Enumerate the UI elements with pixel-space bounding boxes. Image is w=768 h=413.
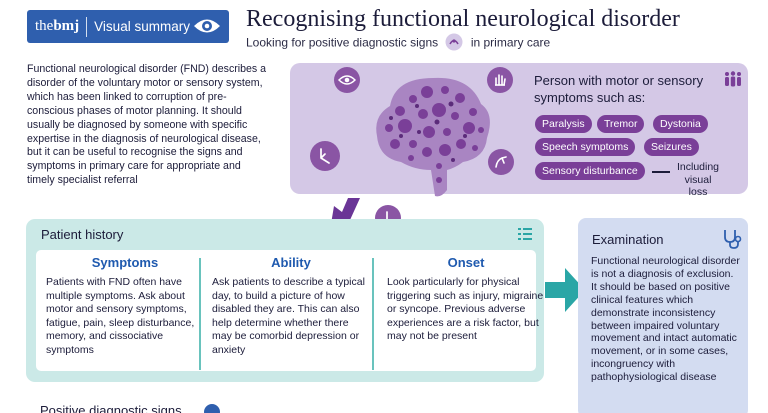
bmj-logo: thebmj [35,18,80,34]
examination-title: Examination [592,232,664,247]
badge-label: Visual summary [94,19,190,34]
including-note: Including visual loss [676,161,720,198]
symptom-pill-speech: Speech symptoms [535,138,636,156]
arrow-right-icon [545,266,585,319]
page-title: Recognising functional neurological diso… [246,6,680,32]
person-heading: Person with motor or sensory symptoms su… [534,73,704,105]
intro-text: Functional neurological disorder (FND) d… [27,63,267,187]
examination-panel [578,218,748,413]
including-connector [652,171,670,173]
column-heading: Ability [271,255,311,270]
bmj-visual-summary-badge: thebmj Visual summary [27,10,229,43]
symptom-pill-tremor: Tremor [597,115,645,133]
page-subtitle: Looking for positive diagnostic signs in… [246,33,550,54]
list-icon [518,227,532,248]
hand-icon [487,67,513,93]
stethoscope-icon [722,228,742,255]
history-column-symptoms: Symptoms Patients with FND often have mu… [46,255,204,358]
column-heading: Onset [447,255,485,270]
next-section-icon [204,404,220,413]
column-text: Ask patients to describe a typical day, … [212,276,365,356]
examination-text: Functional neurological disorder is not … [591,255,740,384]
column-text: Look particularly for physical triggerin… [387,276,544,343]
eye-icon [334,67,360,93]
patient-history-title: Patient history [41,227,124,242]
symptom-pill-paralysis: Paralysis [535,115,592,133]
badge-divider [86,16,88,37]
column-divider [199,258,201,370]
symptom-pill-sensory: Sensory disturbance [535,162,645,180]
eye-icon [193,17,221,40]
history-column-ability: Ability Ask patients to describe a typic… [212,255,370,358]
people-icon [723,71,743,92]
symptom-pill-seizures: Seizures [644,138,699,156]
next-section-title: Positive diagnostic signs [40,404,182,413]
leg-icon [310,141,340,171]
patient-history-content [36,250,536,371]
column-divider [372,258,374,370]
column-heading: Symptoms [91,255,159,270]
arm-icon [488,149,514,175]
hand-icon [445,33,463,54]
column-text: Patients with FND often have multiple sy… [46,276,195,356]
symptom-pill-dystonia: Dystonia [653,115,708,133]
history-column-onset: Onset Look particularly for physical tri… [387,255,545,344]
brain-illustration [355,66,505,206]
